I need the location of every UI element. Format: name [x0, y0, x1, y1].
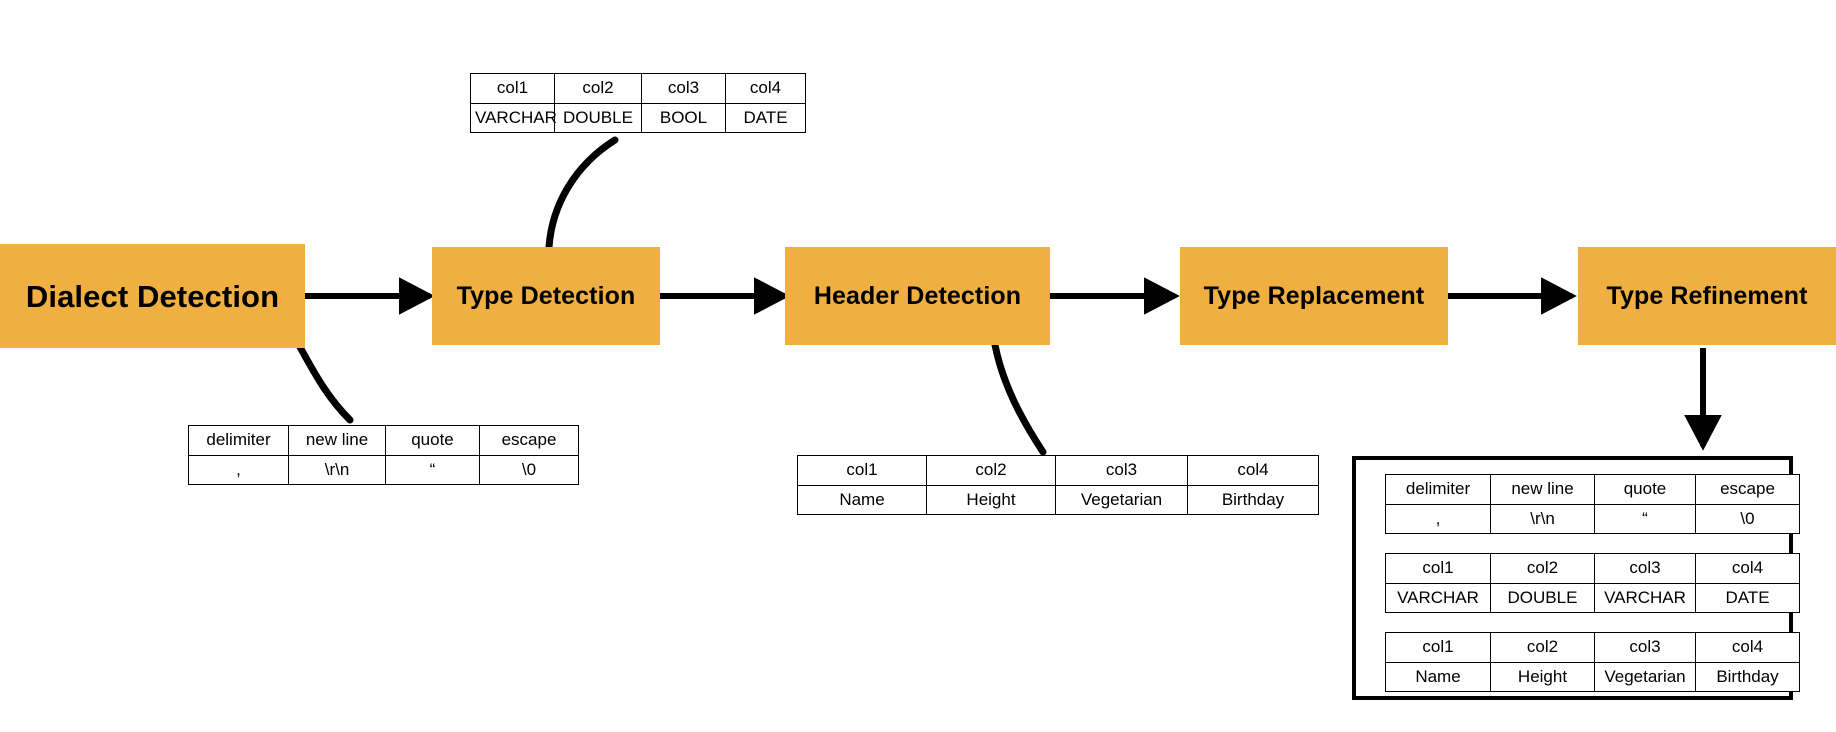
cell-header: new line [288, 425, 386, 456]
cell-value: DOUBLE [1490, 582, 1595, 614]
cell-value: Birthday [1695, 661, 1800, 693]
table-row: , \r\n “ \0 [188, 454, 579, 486]
curve-type-to-types-table [545, 136, 619, 251]
cell-value: BOOL [641, 102, 726, 134]
cell-header: col3 [641, 73, 726, 104]
cell-header: col1 [470, 73, 555, 104]
cell-header: col2 [1490, 553, 1595, 584]
cell-value: DOUBLE [554, 102, 642, 134]
table-row: delimiter new line quote escape [1385, 474, 1800, 505]
cell-header: col4 [1695, 632, 1800, 663]
stage-type-detection-label: Type Detection [456, 281, 636, 310]
cell-header: col3 [1594, 632, 1696, 663]
cell-value: \r\n [288, 454, 386, 486]
cell-value: Name [1385, 661, 1491, 693]
cell-header: new line [1490, 474, 1595, 505]
cell-value: \r\n [1490, 503, 1595, 535]
final-types-table: col1 col2 col3 col4 VARCHAR DOUBLE VARCH… [1385, 553, 1800, 614]
stage-type-refinement-label: Type Refinement [1606, 281, 1808, 310]
cell-header: col4 [1695, 553, 1800, 584]
table-row: , \r\n “ \0 [1385, 503, 1800, 535]
stage-dialect-detection-label: Dialect Detection [25, 278, 280, 314]
cell-header: col2 [554, 73, 642, 104]
table-row: col1 col2 col3 col4 [797, 455, 1319, 486]
cell-header: col1 [1385, 553, 1491, 584]
cell-value: VARCHAR [1594, 582, 1696, 614]
curve-dialect-to-dialect-table [296, 343, 354, 424]
final-output-box: delimiter new line quote escape , \r\n “… [1352, 456, 1800, 700]
cell-header: escape [1695, 474, 1800, 505]
cell-header: col2 [1490, 632, 1595, 663]
cell-header: col4 [1187, 455, 1319, 486]
stage-type-refinement[interactable]: Type Refinement [1578, 247, 1836, 345]
table-row: VARCHAR DOUBLE VARCHAR DATE [1385, 582, 1800, 614]
stage-type-detection[interactable]: Type Detection [432, 247, 660, 345]
table-row: delimiter new line quote escape [188, 425, 579, 456]
cell-value: Birthday [1187, 484, 1319, 516]
cell-header: col2 [926, 455, 1056, 486]
table-row: col1 col2 col3 col4 [470, 73, 806, 104]
cell-value: \0 [1695, 503, 1800, 535]
cell-header: col3 [1055, 455, 1188, 486]
cell-header: quote [1594, 474, 1696, 505]
table-row: VARCHAR DOUBLE BOOL DATE [470, 102, 806, 134]
cell-value: , [188, 454, 289, 486]
final-headers-table: col1 col2 col3 col4 Name Height Vegetari… [1385, 632, 1800, 693]
cell-value: “ [385, 454, 480, 486]
cell-header: escape [479, 425, 579, 456]
cell-header: col1 [797, 455, 927, 486]
cell-header: col4 [725, 73, 806, 104]
cell-value: Vegetarian [1594, 661, 1696, 693]
cell-value: , [1385, 503, 1491, 535]
stage-type-replacement[interactable]: Type Replacement [1180, 247, 1448, 345]
cell-value: Height [1490, 661, 1595, 693]
cell-header: quote [385, 425, 480, 456]
stage-header-detection-label: Header Detection [813, 281, 1022, 310]
cell-value: Name [797, 484, 927, 516]
cell-header: delimiter [188, 425, 289, 456]
cell-value: Vegetarian [1055, 484, 1188, 516]
cell-value: DATE [725, 102, 806, 134]
table-row: col1 col2 col3 col4 [1385, 553, 1800, 584]
table-row: Name Height Vegetarian Birthday [1385, 661, 1800, 693]
cell-header: delimiter [1385, 474, 1491, 505]
table-row: col1 col2 col3 col4 [1385, 632, 1800, 663]
cell-value: Height [926, 484, 1056, 516]
table-row: Name Height Vegetarian Birthday [797, 484, 1319, 516]
cell-value: VARCHAR [1385, 582, 1491, 614]
stage-header-detection[interactable]: Header Detection [785, 247, 1050, 345]
cell-value: VARCHAR [470, 102, 557, 134]
cell-value: DATE [1695, 582, 1800, 614]
header-names-table: col1 col2 col3 col4 Name Height Vegetari… [797, 455, 1319, 516]
detected-types-table: col1 col2 col3 col4 VARCHAR DOUBLE BOOL … [470, 73, 806, 134]
stage-type-replacement-label: Type Replacement [1203, 281, 1425, 310]
stage-dialect-detection[interactable]: Dialect Detection [0, 244, 305, 348]
final-dialect-table: delimiter new line quote escape , \r\n “… [1385, 474, 1800, 535]
curve-header-to-headers-table [991, 341, 1047, 456]
cell-value: \0 [479, 454, 579, 486]
cell-value: “ [1594, 503, 1696, 535]
dialect-table: delimiter new line quote escape , \r\n “… [188, 425, 579, 486]
cell-header: col3 [1594, 553, 1696, 584]
cell-header: col1 [1385, 632, 1491, 663]
